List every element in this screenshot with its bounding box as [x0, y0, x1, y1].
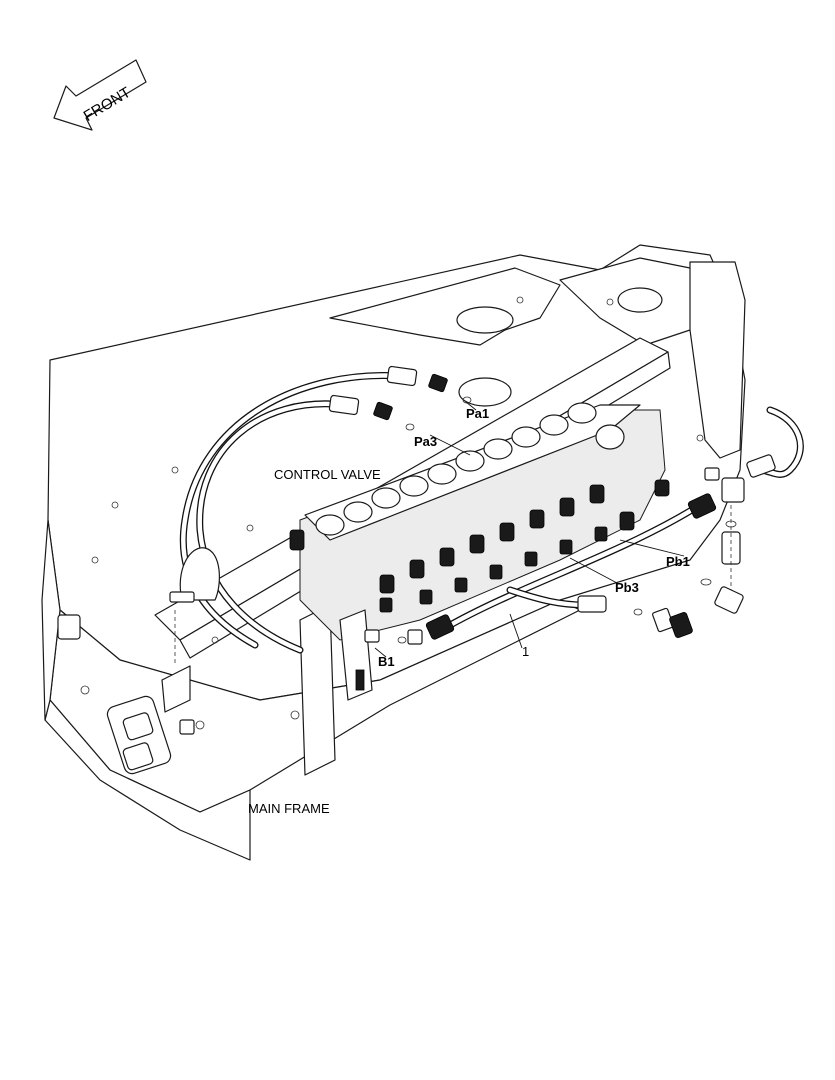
- pilot-hose-loop: [169, 365, 472, 654]
- hose-pb3: [506, 586, 693, 638]
- callout-pa1: Pa1: [466, 406, 489, 421]
- callout-pb3: Pb3: [615, 580, 639, 595]
- b1-fittings: [364, 629, 423, 645]
- callout-pb1: Pb1: [666, 554, 690, 569]
- hose-right: [700, 406, 804, 614]
- valve-spools: [315, 402, 625, 536]
- leader-lines: [374, 401, 685, 658]
- control-valve-label: CONTROL VALVE: [274, 467, 381, 482]
- callout-pa3: Pa3: [414, 434, 437, 449]
- callout-item-1: 1: [522, 644, 529, 659]
- control-valve: [289, 402, 670, 701]
- main-frame-label: MAIN FRAME: [248, 801, 330, 816]
- callout-b1: B1: [378, 654, 395, 669]
- front-arrow: FRONT: [53, 59, 147, 131]
- hose-item-1: [425, 493, 717, 640]
- valve-spool-caps: [289, 479, 670, 613]
